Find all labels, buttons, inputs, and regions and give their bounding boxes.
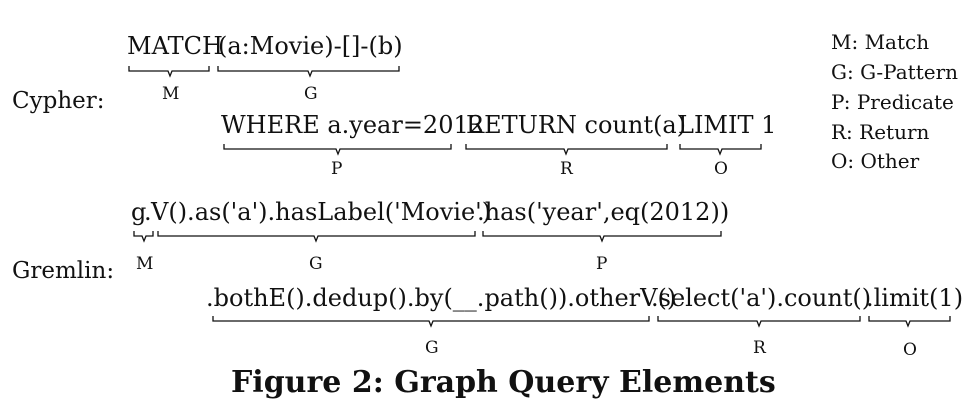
brace-gremlin-p bbox=[482, 231, 722, 243]
cypher-match-keyword: MATCH bbox=[127, 32, 223, 60]
gremlin-language-label: Gremlin: bbox=[12, 258, 115, 284]
cypher-language-label: Cypher: bbox=[12, 88, 105, 114]
brace-gremlin-r bbox=[657, 316, 861, 328]
brace-cypher-g bbox=[217, 66, 400, 78]
cypher-label-o: O bbox=[714, 159, 728, 179]
gremlin-g-token: g bbox=[131, 198, 147, 226]
legend-item-return: R: Return bbox=[831, 120, 930, 144]
gremlin-predicate: .has('year',eq(2012)) bbox=[477, 198, 730, 226]
cypher-return-clause: RETURN count(a) bbox=[466, 111, 687, 139]
cypher-match-pattern: (a:Movie)-[]-(b) bbox=[218, 32, 403, 60]
legend-item-predicate: P: Predicate bbox=[831, 90, 954, 114]
gremlin-limit-clause: .limit(1) bbox=[866, 284, 964, 312]
cypher-label-m: M bbox=[162, 84, 180, 104]
brace-cypher-r bbox=[465, 144, 668, 156]
figure-caption: Figure 2: Graph Query Elements bbox=[231, 365, 776, 400]
legend-item-other: O: Other bbox=[831, 149, 920, 173]
brace-gremlin-g1 bbox=[157, 231, 476, 243]
gremlin-pattern-line2: .bothE().dedup().by(__.path()).otherV() bbox=[206, 284, 677, 312]
cypher-label-g: G bbox=[304, 84, 318, 104]
gremlin-label-r: R bbox=[753, 338, 766, 358]
brace-cypher-p bbox=[223, 144, 452, 156]
gremlin-return-clause: .select('a').count() bbox=[651, 284, 872, 312]
cypher-where-clause: WHERE a.year=2012 bbox=[221, 111, 485, 139]
brace-gremlin-g2 bbox=[212, 316, 650, 328]
gremlin-pattern-line1: V().as('a').hasLabel('Movie') bbox=[151, 198, 492, 226]
brace-gremlin-m bbox=[133, 231, 154, 243]
gremlin-label-m: M bbox=[136, 254, 154, 274]
gremlin-dot-token: . bbox=[144, 198, 152, 226]
cypher-label-p: P bbox=[331, 159, 343, 179]
cypher-limit-clause: LIMIT 1 bbox=[678, 111, 777, 139]
legend-item-g-pattern: G: G-Pattern bbox=[831, 60, 959, 84]
gremlin-label-p: P bbox=[596, 254, 608, 274]
gremlin-label-g1: G bbox=[309, 254, 323, 274]
gremlin-label-o: O bbox=[903, 340, 917, 360]
brace-cypher-m bbox=[128, 66, 210, 78]
gremlin-label-g2: G bbox=[425, 338, 439, 358]
brace-cypher-o bbox=[679, 144, 762, 156]
brace-gremlin-o bbox=[868, 316, 951, 328]
legend-item-match: M: Match bbox=[831, 30, 930, 54]
cypher-label-r: R bbox=[560, 159, 573, 179]
